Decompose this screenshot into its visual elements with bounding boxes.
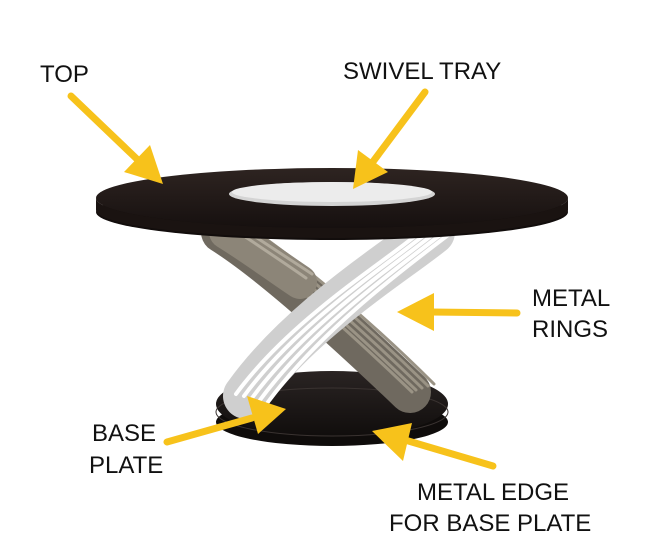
swivel-tray (229, 182, 435, 206)
arrow-metal-rings (397, 293, 521, 331)
metal-rings-light (223, 209, 455, 419)
label-metal-rings-line1: METAL (532, 285, 611, 312)
arrow-top (67, 92, 163, 184)
label-metal-edge-line2: FOR BASE PLATE (389, 510, 592, 537)
arrow-base-plate (163, 396, 286, 446)
arrow-metal-edge (372, 423, 497, 470)
label-swivel-tray: SWIVEL TRAY (343, 58, 502, 85)
arrow-swivel-tray (353, 88, 429, 189)
label-base-plate-line1: BASE (92, 420, 157, 447)
label-top: TOP (40, 61, 89, 88)
label-metal-rings-line2: RINGS (532, 316, 609, 343)
label-base-plate-line2: PLATE (89, 452, 164, 479)
label-metal-edge-line1: METAL EDGE (417, 479, 570, 506)
